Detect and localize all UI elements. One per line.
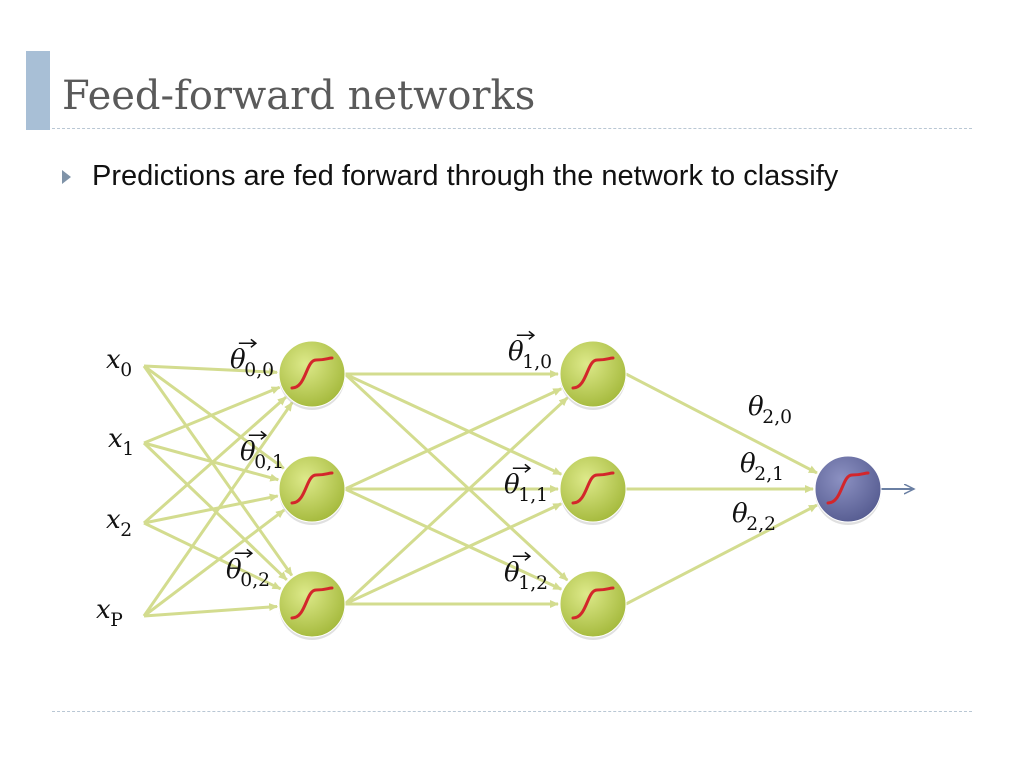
footer-divider [52, 711, 972, 712]
input-label-3-subscript: P [110, 610, 123, 631]
output-weight-label-0-subscript: 2,0 [762, 407, 792, 428]
input-label-2-base: x [106, 505, 121, 535]
network-nodes [278, 340, 882, 640]
hidden-node-layer1-2 [559, 570, 627, 640]
output-weight-label-1-base: θ [740, 449, 756, 479]
sigmoid-curve-icon [290, 586, 334, 620]
hidden1-weight-label-2: θ1,2 [504, 551, 548, 594]
bullet-text: Predictions are fed forward through the … [92, 160, 839, 192]
sigmoid-curve-icon [571, 471, 615, 505]
output-weight-label-0-base: θ [748, 392, 764, 422]
input-label-1-subscript: 1 [122, 439, 134, 460]
hidden1-weight-label-0-subscript: 1,0 [522, 352, 552, 373]
sigmoid-curve-icon [290, 356, 334, 390]
hidden1-weight-label-0: θ1,0 [508, 330, 552, 373]
vector-arrowhead-icon [246, 548, 254, 558]
sigmoid-curve-icon [571, 586, 615, 620]
output-weight-label-2: θ2,2 [732, 499, 776, 535]
output-weight-label-2-subscript: 2,2 [746, 514, 776, 535]
edge-hidden1-2-to-output [625, 503, 818, 606]
vector-arrowhead-icon [528, 330, 536, 340]
edge-hidden1-0-to-output [625, 372, 818, 475]
hidden1-weight-label-1: θ1,1 [504, 463, 548, 506]
input-label-1-base: x [108, 424, 123, 454]
hidden0-weight-label-1-base: θ [240, 437, 256, 467]
title-accent-bar [26, 51, 50, 130]
hidden-node-layer1-0 [559, 340, 627, 410]
output-weight-label-0: θ2,0 [748, 392, 792, 428]
hidden-node-layer0-1-body [278, 455, 346, 523]
output-node-body [814, 455, 882, 523]
edge-hidden0-1-to-hidden1-0 [344, 387, 563, 491]
sigmoid-curve-icon [290, 471, 334, 505]
hidden-node-layer0-2-body [278, 570, 346, 638]
edge-input-3-to-hidden0-1 [143, 508, 285, 618]
title-divider [52, 128, 972, 129]
output-weight-label-1: θ2,1 [740, 449, 784, 485]
hidden-node-layer1-1-body [559, 455, 627, 523]
hidden0-weight-label-1: θ0,1 [240, 430, 284, 473]
hidden1-weight-label-2-subscript: 1,2 [518, 573, 548, 594]
hidden-node-layer0-0 [278, 340, 346, 410]
hidden1-weight-label-1-subscript: 1,1 [518, 485, 548, 506]
connection-edges [142, 364, 914, 618]
hidden-node-layer0-2 [278, 570, 346, 640]
edge-input-0-to-hidden0-1 [143, 364, 285, 470]
edge-input-1-to-hidden0-1 [143, 441, 280, 482]
input-label-0-subscript: 0 [120, 360, 132, 381]
vector-arrowhead-icon [524, 551, 532, 561]
edge-hidden0-1-to-hidden1-2 [344, 487, 563, 591]
output-node [814, 455, 882, 525]
hidden0-weight-label-0-base: θ [230, 345, 246, 375]
edge-input-2-to-hidden0-1 [143, 493, 279, 525]
edge-input-0-to-hidden0-2 [142, 365, 294, 577]
edge-input-3-to-hidden0-2 [143, 603, 279, 618]
edge-input-3-to-hidden0-0 [142, 401, 294, 617]
edge-input-2-to-hidden0-2 [143, 521, 282, 591]
edge-input-2-to-hidden0-0 [143, 396, 287, 525]
edge-hidden0-0-to-hidden1-2 [343, 372, 569, 582]
input-label-2-subscript: 2 [120, 520, 132, 541]
edge-input-0-to-hidden0-0 [143, 364, 279, 376]
bullet-arrow-icon [62, 170, 71, 184]
input-label-3-base: x [96, 595, 111, 625]
vector-arrowhead-icon [260, 430, 268, 440]
slide-title: Feed-forward networks [62, 73, 536, 119]
hidden0-weight-label-2-subscript: 0,2 [240, 570, 270, 591]
input-label-0-base: x [106, 345, 121, 375]
hidden0-weight-label-0-subscript: 0,0 [244, 360, 274, 381]
sigmoid-curve-icon [826, 471, 870, 505]
hidden0-weight-label-0: θ0,0 [230, 338, 274, 381]
vector-arrowhead-icon [250, 338, 258, 348]
edge-hidden0-2-to-hidden1-1 [344, 502, 563, 606]
hidden0-weight-label-2: θ0,2 [226, 548, 270, 591]
hidden-node-layer1-0-body [559, 340, 627, 408]
hidden-node-layer1-1 [559, 455, 627, 525]
hidden-node-layer1-2-body [559, 570, 627, 638]
hidden0-weight-label-2-base: θ [226, 555, 242, 585]
vector-arrowhead-icon [524, 463, 532, 473]
edge-hidden0-0-to-hidden1-1 [344, 372, 563, 476]
hidden1-weight-label-1-base: θ [504, 470, 520, 500]
hidden1-weight-label-2-base: θ [504, 558, 520, 588]
sigmoid-curve-icon [571, 356, 615, 390]
output-weight-label-2-base: θ [732, 499, 748, 529]
hidden-node-layer0-1 [278, 455, 346, 525]
edge-hidden0-2-to-hidden1-0 [343, 396, 569, 606]
output-weight-label-1-subscript: 2,1 [754, 464, 784, 485]
edge-input-1-to-hidden0-0 [143, 385, 281, 445]
hidden-node-layer0-0-body [278, 340, 346, 408]
hidden1-weight-label-0-base: θ [508, 337, 524, 367]
hidden0-weight-label-1-subscript: 0,1 [254, 452, 284, 473]
